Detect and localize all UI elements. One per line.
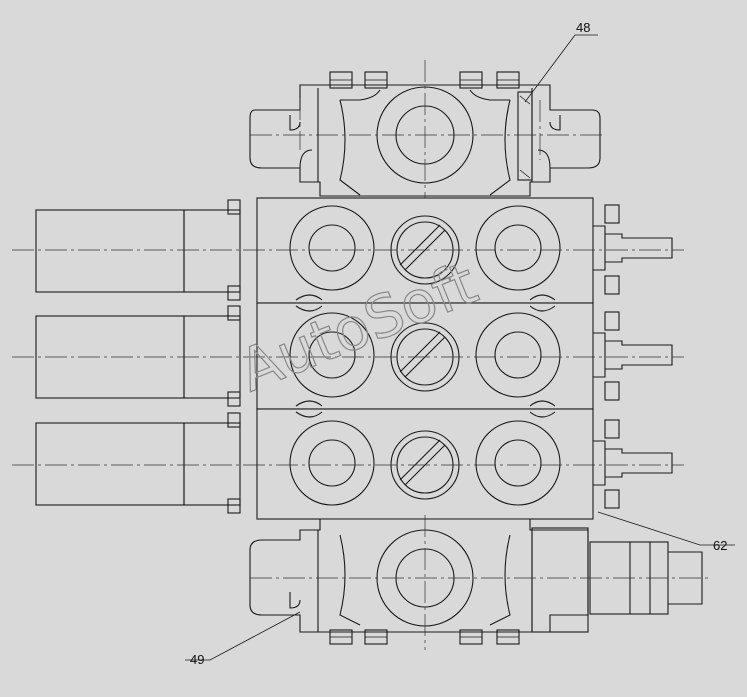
leader-lines xyxy=(185,34,735,661)
top-end-cover xyxy=(249,60,605,200)
callout-48: 48 xyxy=(576,20,590,35)
valve-section-3 xyxy=(12,408,684,520)
bottom-end-cover xyxy=(249,515,712,650)
valve-section-1 xyxy=(12,197,684,304)
callout-49: 49 xyxy=(190,652,204,667)
valve-section-2 xyxy=(12,302,684,410)
callout-62: 62 xyxy=(713,538,727,553)
